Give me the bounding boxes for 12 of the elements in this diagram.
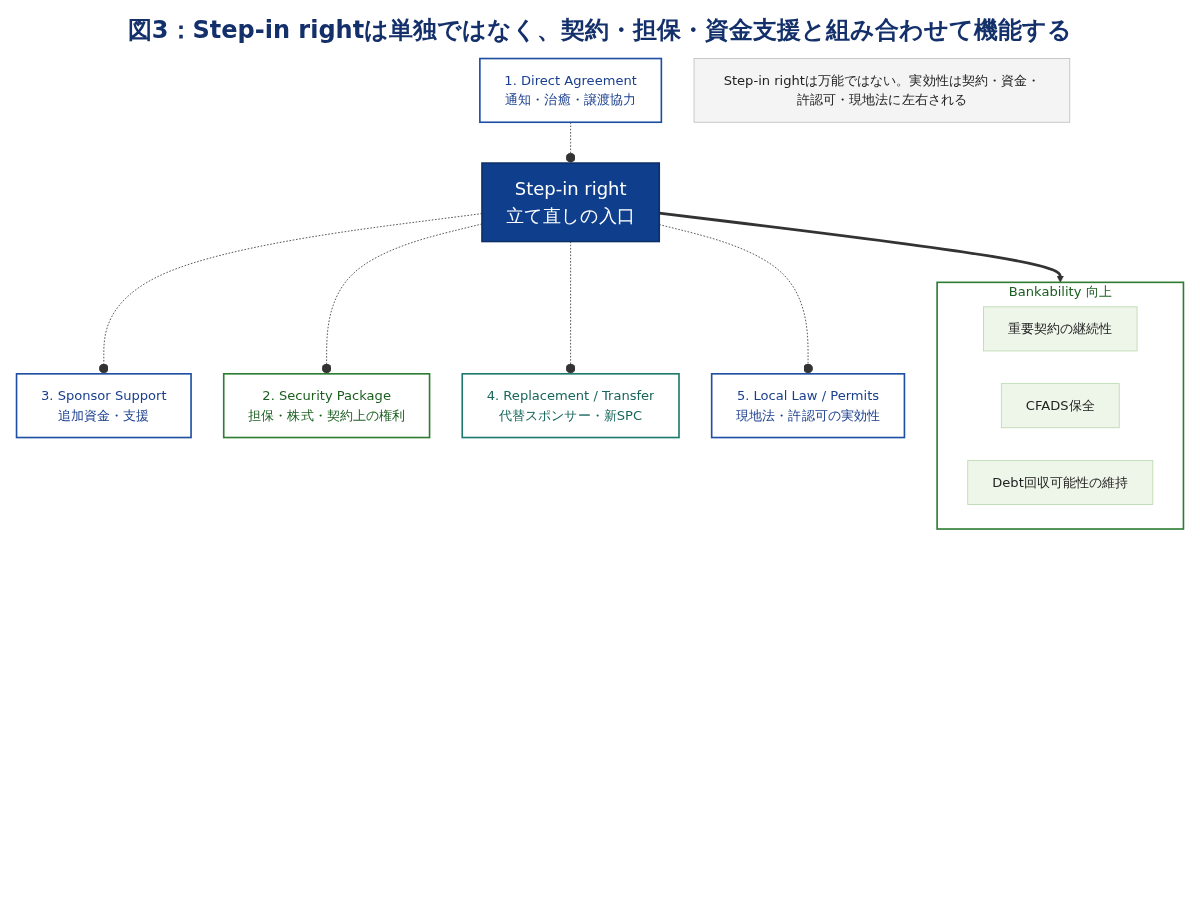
arrow [659, 211, 1064, 283]
node-box: Step-in right 立て直しの入口 [481, 162, 661, 243]
node-box: Step-in rightは万能ではない。実効性は契約・資金・許認可・現地法に左右される [693, 58, 1071, 123]
node-box: 2. Security Package 担保・株式・契約上の権利 [222, 373, 431, 439]
node-box: 3. Sponsor Support 追加資金・支援 [15, 373, 192, 439]
node-box: 5. Local Law / Permits 現地法・許認可の実効性 [710, 373, 906, 439]
node-box: 重要契約の継続性 [983, 306, 1138, 352]
node-box: Debt回収可能性の維持 [967, 460, 1154, 505]
node-box: CFADS保全 [1000, 383, 1120, 429]
title: 図3：Step-in rightは単独ではなく、契約・担保・資金支援と組み合わせて機能する [126, 15, 1074, 46]
node-box: 1. Direct Agreement 通知・治癒・譲渡協力 [479, 57, 663, 124]
node-box: 4. Replacement / Transfer 代替スポンサー・新SPC [461, 373, 680, 439]
